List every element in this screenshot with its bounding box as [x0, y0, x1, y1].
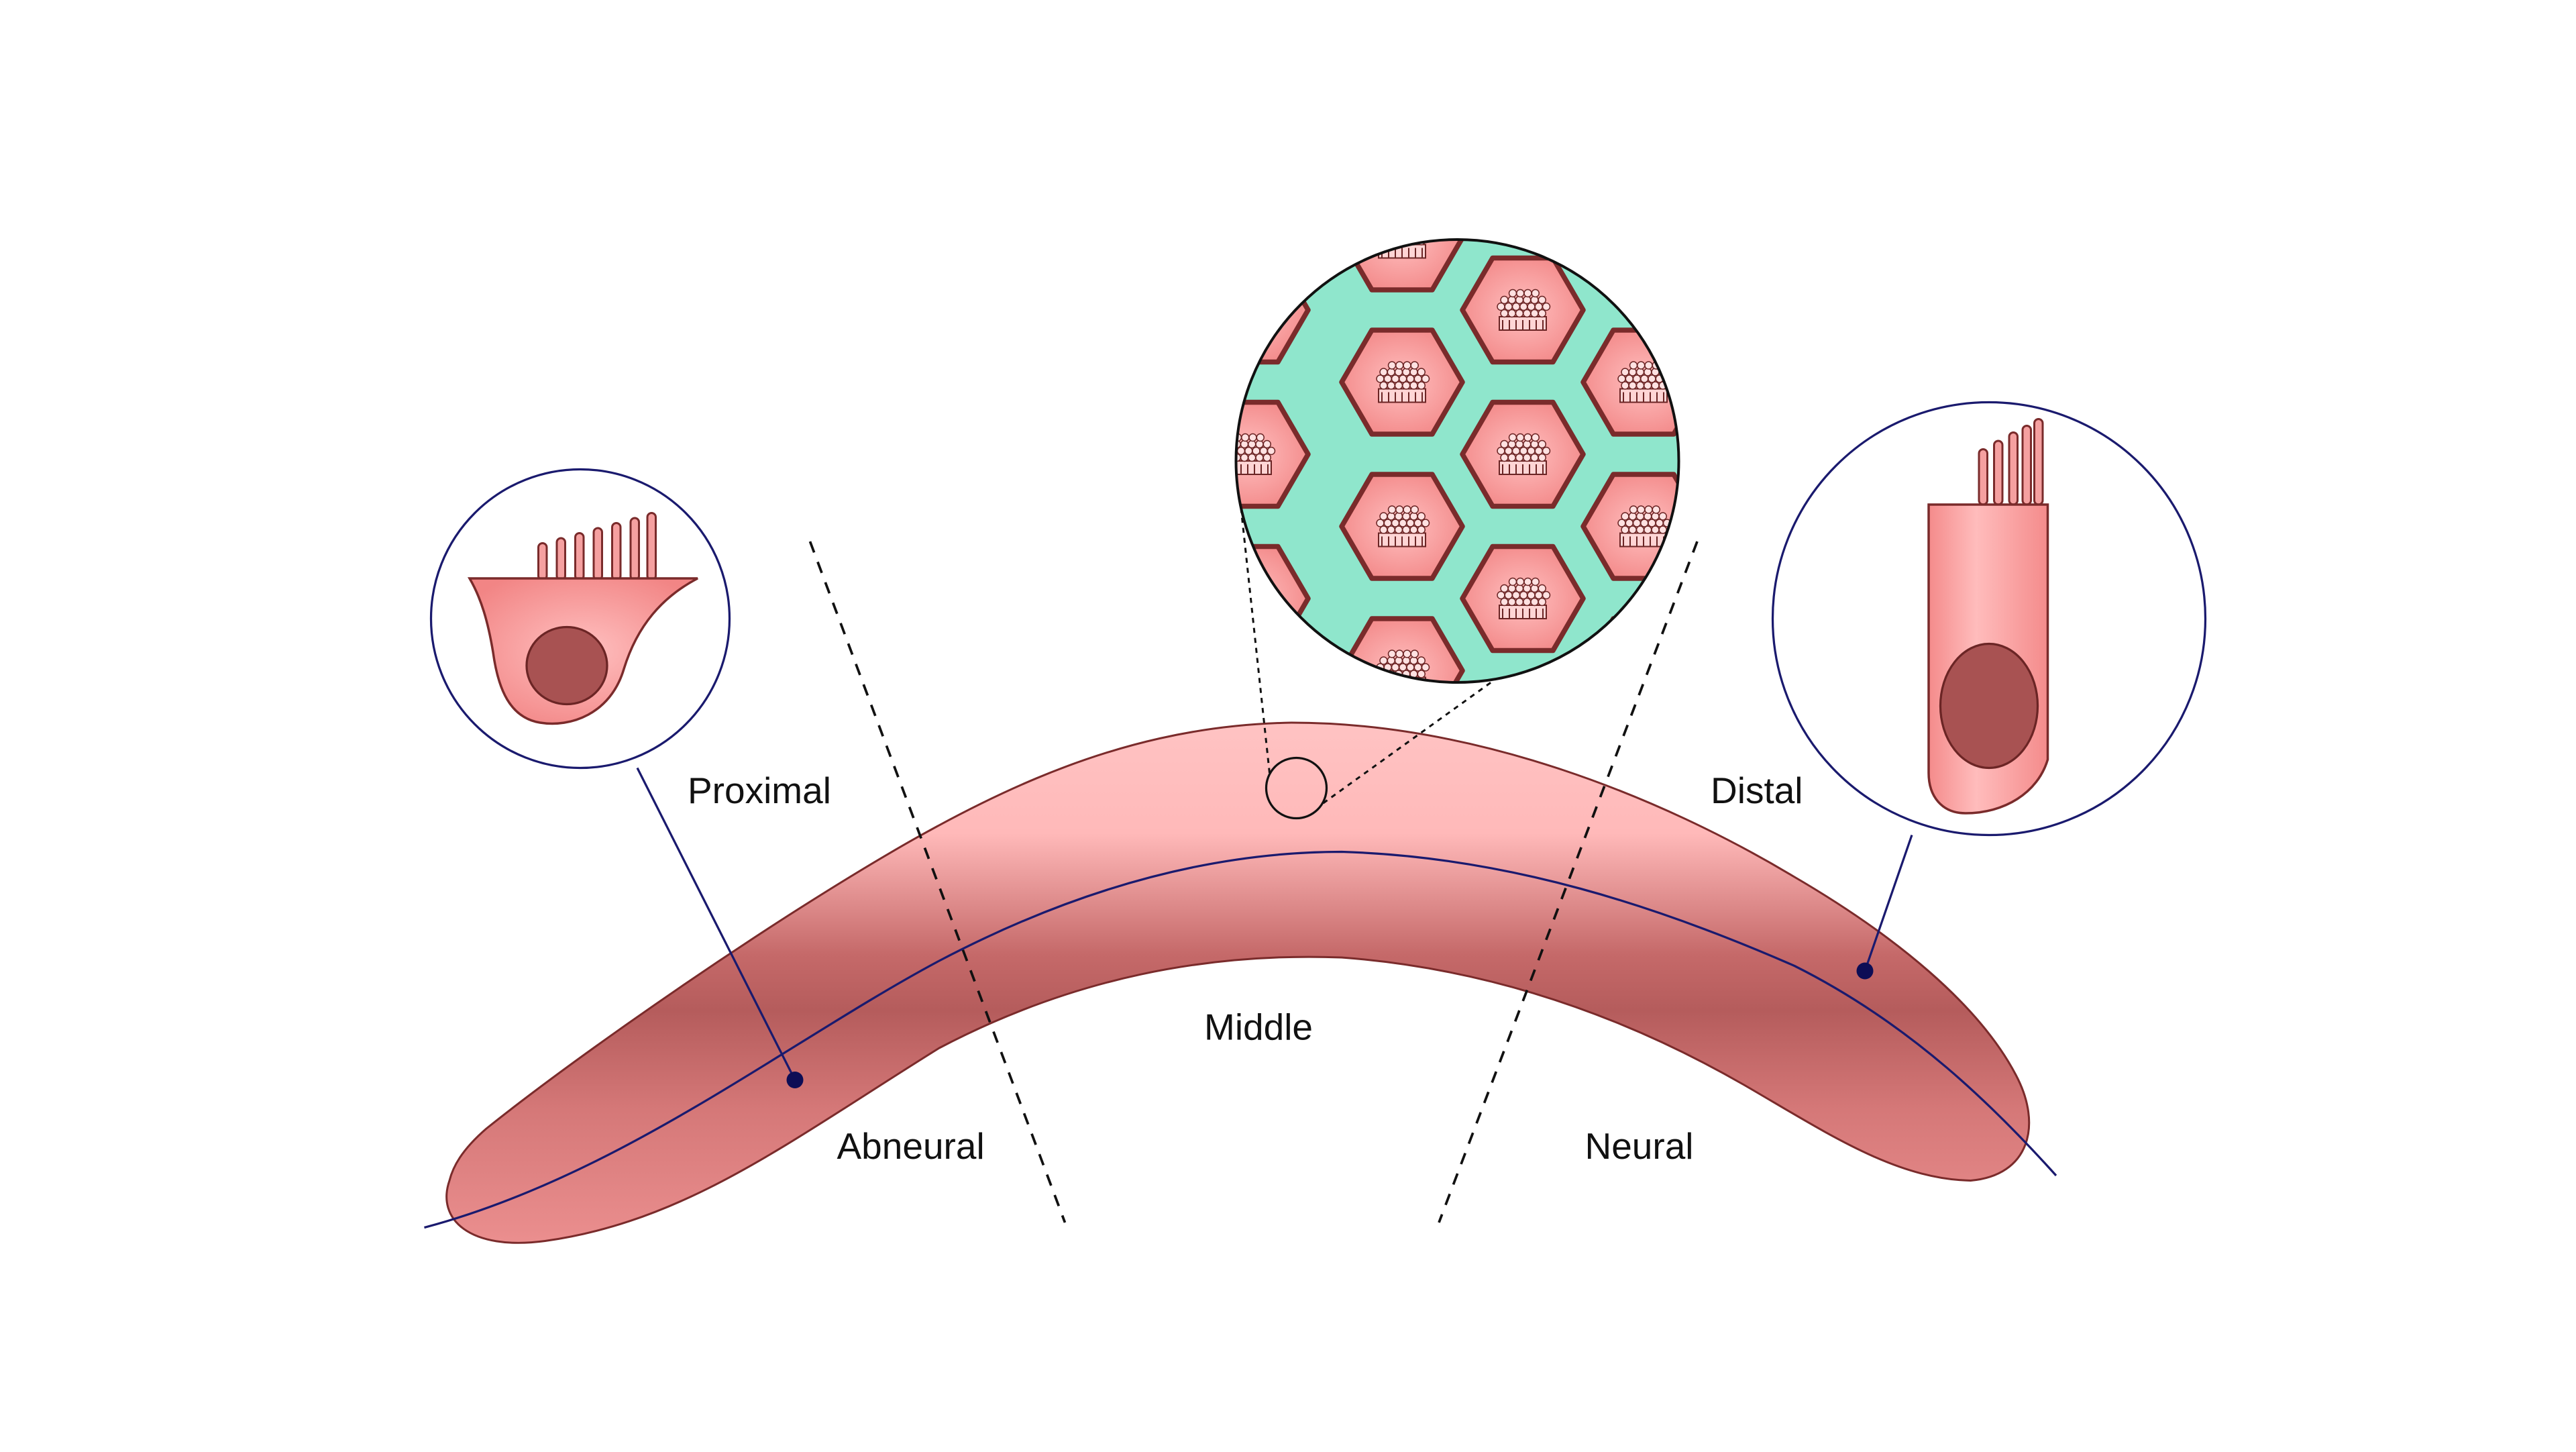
neural-abneural-axis-line: [424, 850, 2057, 1229]
zoom-connector-right: [1322, 613, 1587, 805]
label-distal: Distal: [1711, 770, 1803, 811]
label-abneural: Abneural: [837, 1125, 985, 1167]
short-hair-cell-icon: [429, 468, 804, 1088]
tall-hair-cell-icon: [1771, 401, 2207, 980]
zoom-connector-left: [1238, 492, 1271, 774]
label-proximal: Proximal: [688, 770, 831, 811]
label-neural: Neural: [1585, 1125, 1694, 1167]
papilla-body: [445, 721, 2031, 1244]
label-middle: Middle: [1204, 1006, 1313, 1048]
zoom-source-marker: [1265, 756, 1328, 820]
hair-cell-mosaic-icon: [1234, 238, 1680, 684]
